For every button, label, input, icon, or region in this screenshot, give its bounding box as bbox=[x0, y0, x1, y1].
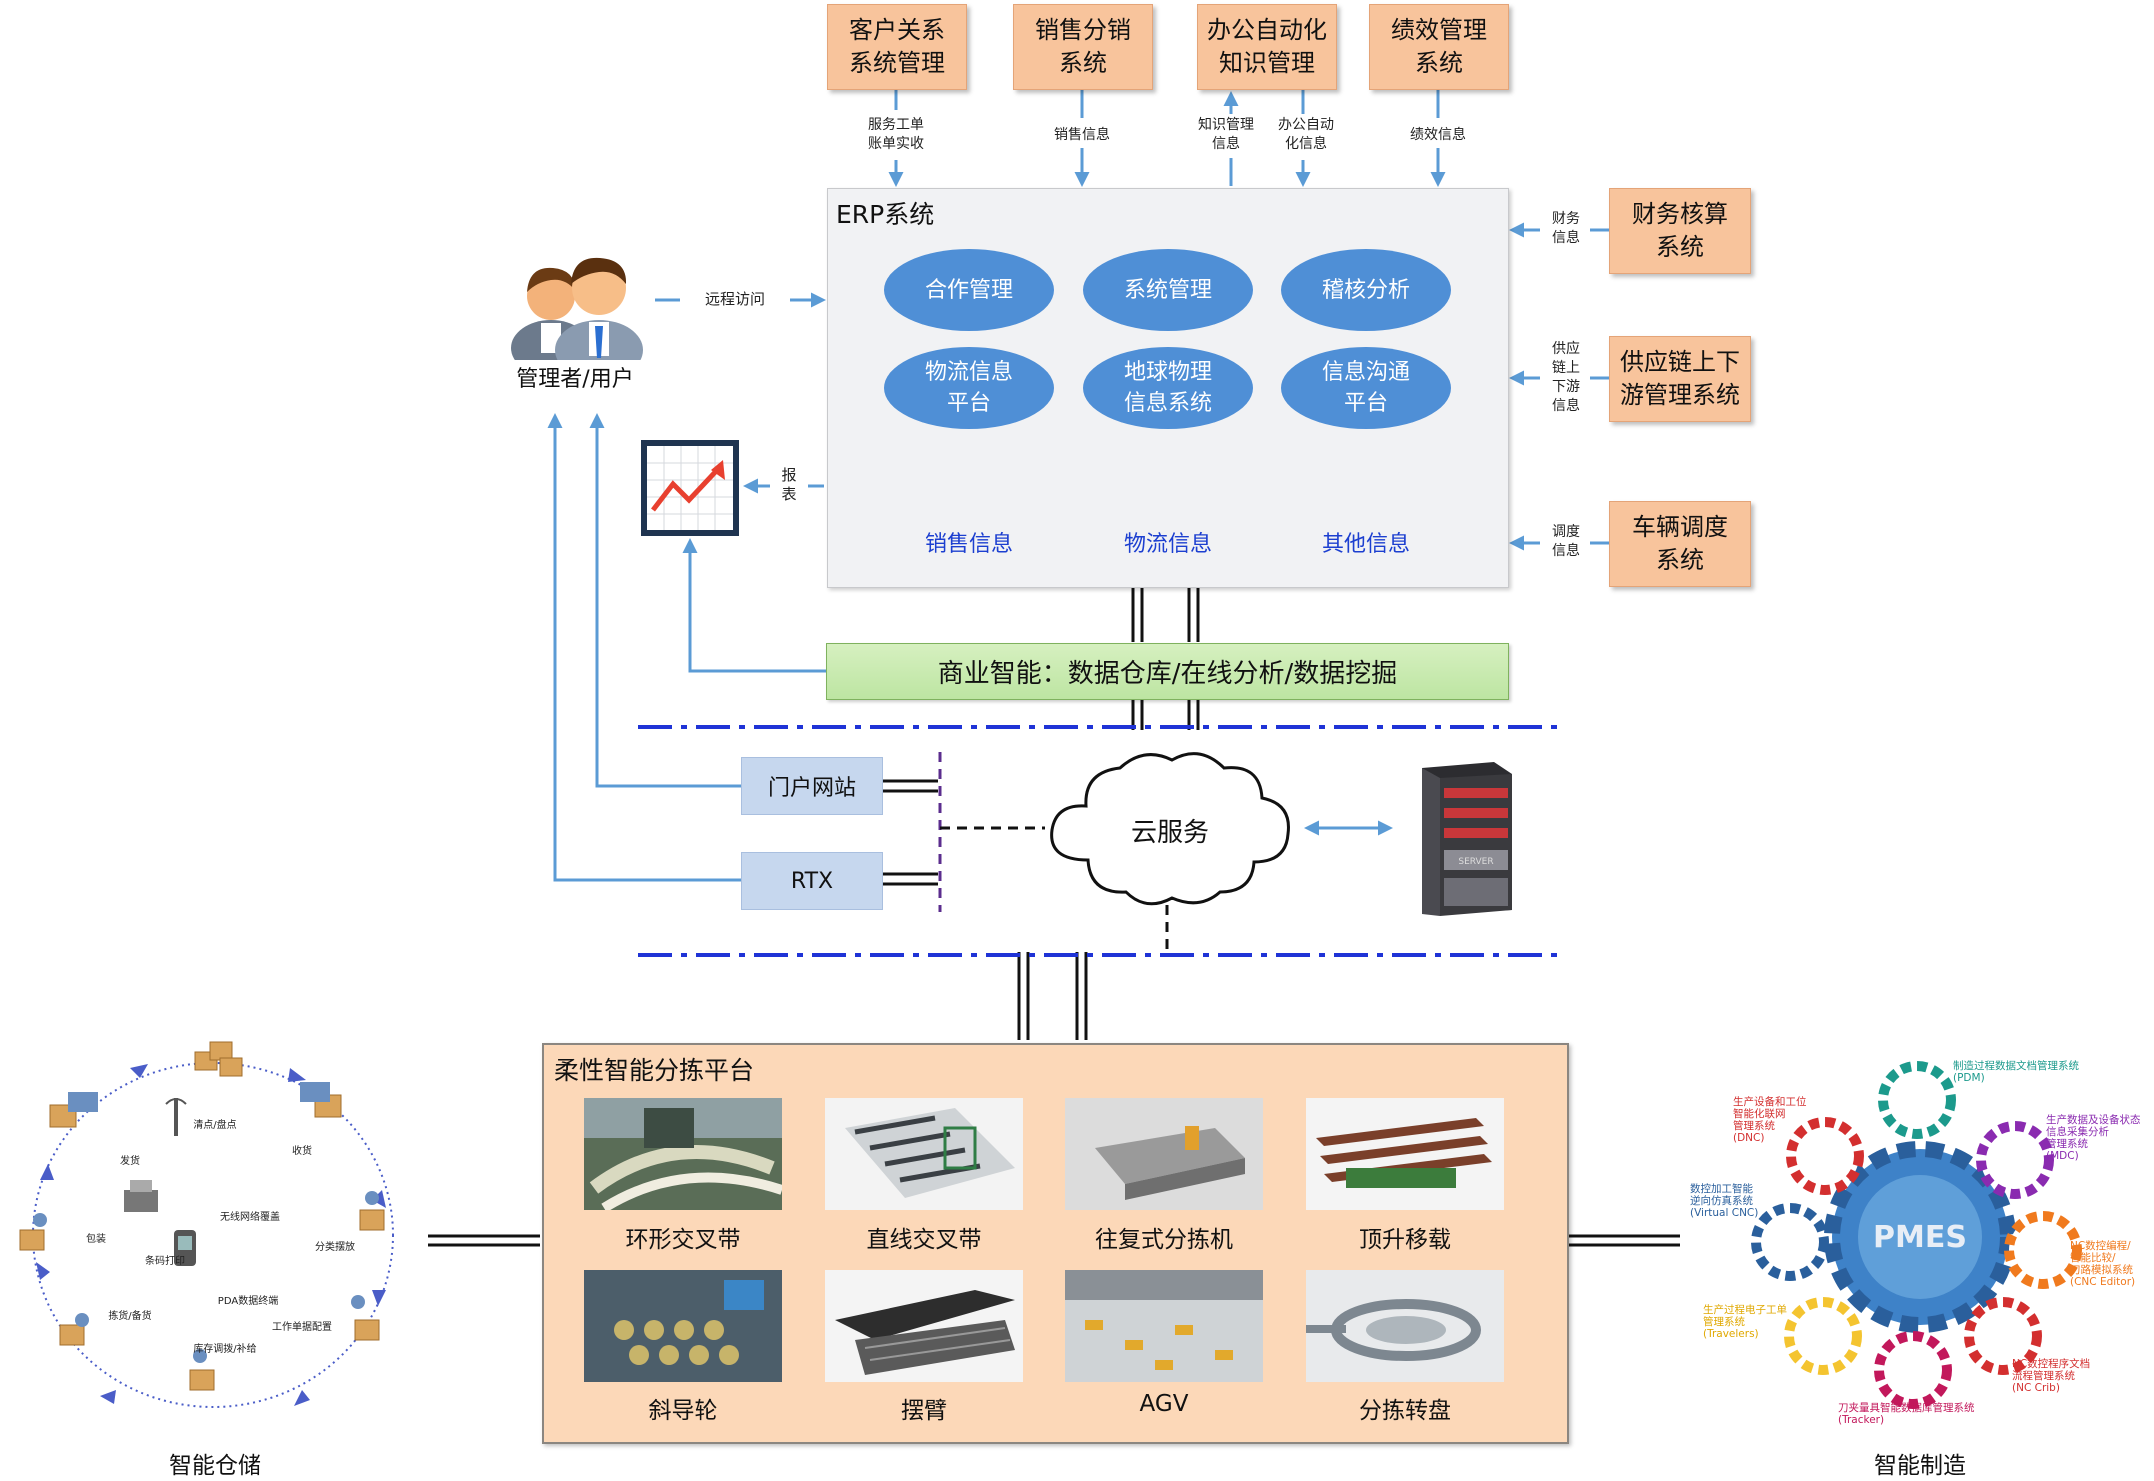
user-label: 管理者/用户 bbox=[516, 367, 634, 392]
vehicle-flow-label: 调度 信息 bbox=[1552, 524, 1580, 559]
crm-flow-label: 服务工单 账单实收 bbox=[868, 117, 924, 152]
crm-system-box: 客户关系 系统管理 bbox=[827, 4, 967, 90]
pmes-module-label: 生产设备和工位 智能化联网 管理系统 (DNC) bbox=[1733, 1096, 1807, 1144]
platform-title: 柔性智能分拣平台 bbox=[554, 1056, 755, 1085]
smart-warehouse-caption: 智能仓储 bbox=[169, 1453, 261, 1479]
business-intelligence-bar: 商业智能：数据仓库/在线分析/数据挖掘 bbox=[826, 643, 1509, 700]
finance-system-box: 财务核算 系统 bbox=[1609, 188, 1751, 274]
sorting-platform-panel: 柔性智能分拣平台 环形交叉带 直线交叉带 往复式分拣机 顶升移载 bbox=[542, 1043, 1569, 1444]
erp-module-system: 系统管理 bbox=[1083, 249, 1253, 331]
warehouse-inner-label: 无线网络覆盖 bbox=[220, 1212, 280, 1223]
erp-module-communication: 信息沟通 平台 bbox=[1281, 347, 1451, 429]
pmes-module-label: 刀夹量具智能数据库管理系统 (Tracker) bbox=[1838, 1402, 1975, 1426]
server-label: SERVER bbox=[1458, 857, 1493, 867]
report-chart-icon bbox=[641, 440, 739, 536]
warehouse-cycle-diagram bbox=[19, 1041, 394, 1408]
cloud-service-label: 云服务 bbox=[1130, 818, 1209, 848]
oa-system-box: 办公自动化 知识管理 bbox=[1197, 4, 1337, 90]
platform-item-label: 往复式分拣机 bbox=[1095, 1227, 1233, 1253]
pmes-center-label: PMES bbox=[1873, 1220, 1967, 1255]
supply-chain-system-box: 供应链上下 游管理系统 bbox=[1609, 336, 1751, 422]
erp-title: ERP系统 bbox=[836, 200, 935, 229]
warehouse-step-label: 包装 bbox=[86, 1234, 106, 1245]
performance-system-box: 绩效管理 系统 bbox=[1369, 4, 1509, 90]
warehouse-step-label: 拣货/备货 bbox=[108, 1311, 152, 1322]
km-flow-label: 知识管理 信息 bbox=[1198, 117, 1254, 152]
platform-item-label: 分拣转盘 bbox=[1359, 1398, 1451, 1424]
pmes-gear-diagram: PMES bbox=[1751, 1061, 2082, 1409]
erp-info-sales: 销售信息 bbox=[924, 532, 1013, 557]
warehouse-step-label: 清点/盘点 bbox=[193, 1120, 237, 1131]
warehouse-inner-label: 条码打印 bbox=[145, 1256, 185, 1267]
erp-system-panel: ERP系统 合作管理 系统管理 稽核分析 物流信息 平台 地球物理 信息系统 信… bbox=[827, 188, 1509, 588]
pmes-module-label: 生产数据及设备状态 信息采集分析 管理系统 (MDC) bbox=[2046, 1114, 2141, 1162]
platform-item-label: 直线交叉带 bbox=[866, 1227, 982, 1253]
loop-crossbelt-image bbox=[584, 1098, 782, 1210]
sales-system-box: 销售分销 系统 bbox=[1013, 4, 1153, 90]
cloud-icon bbox=[1050, 752, 1290, 906]
warehouse-step-label: 库存调拨/补给 bbox=[193, 1344, 257, 1355]
erp-info-logistics: 物流信息 bbox=[1123, 532, 1212, 557]
reciprocating-sorter-image bbox=[1065, 1098, 1263, 1210]
lift-transfer-image bbox=[1306, 1098, 1504, 1210]
warehouse-inner-label: PDA数据终端 bbox=[217, 1296, 279, 1307]
rtx-to-user-arrow bbox=[547, 413, 741, 882]
erp-module-audit: 稽核分析 bbox=[1281, 249, 1451, 331]
oblique-wheel-image bbox=[584, 1270, 782, 1382]
finance-flow-label: 财务 信息 bbox=[1552, 211, 1580, 246]
erp-module-gis: 地球物理 信息系统 bbox=[1083, 347, 1253, 429]
pmes-module-label: 数控加工智能 逆向仿真系统 (Virtual CNC) bbox=[1690, 1183, 1759, 1219]
platform-item-label: 顶升移载 bbox=[1359, 1227, 1451, 1253]
erp-module-cooperation: 合作管理 bbox=[884, 249, 1054, 331]
pmes-module-label: 制造过程数据文档管理系统 (PDM) bbox=[1953, 1060, 2079, 1084]
sorting-carousel-image bbox=[1306, 1270, 1504, 1382]
pmes-module-label: NC数控编程/ 智能比较/ 刀路模拟系统 (CNC Editor) bbox=[2070, 1240, 2136, 1288]
rtx-box: RTX bbox=[741, 852, 883, 910]
pmes-module-label: 生产过程电子工单 管理系统 (Travelers) bbox=[1703, 1304, 1787, 1340]
supply-flow-label: 供应 链上 下游 信息 bbox=[1552, 341, 1580, 414]
agv-image bbox=[1065, 1270, 1263, 1382]
platform-item-label: 斜导轮 bbox=[648, 1398, 718, 1424]
portal-to-user-arrow bbox=[589, 413, 741, 788]
smart-manufacturing-caption: 智能制造 bbox=[1874, 1453, 1966, 1479]
swing-arm-image bbox=[825, 1270, 1023, 1382]
users-icon bbox=[511, 257, 643, 360]
warehouse-step-label: 分类摆放 bbox=[315, 1242, 355, 1253]
warehouse-step-label: 收货 bbox=[292, 1146, 312, 1157]
warehouse-step-label: 工作单据配置 bbox=[272, 1322, 332, 1333]
warehouse-step-label: 发货 bbox=[120, 1156, 140, 1167]
report-label: 报 表 bbox=[781, 466, 797, 503]
bi-to-chart-arrow bbox=[682, 538, 826, 673]
platform-item-label: 摆臂 bbox=[901, 1398, 947, 1424]
server-icon: SERVER bbox=[1422, 762, 1512, 916]
platform-item-label: 环形交叉带 bbox=[625, 1227, 741, 1253]
remote-access-label: 远程访问 bbox=[704, 290, 765, 308]
erp-info-other: 其他信息 bbox=[1321, 532, 1410, 557]
portal-box: 门户网站 bbox=[741, 757, 883, 815]
pmes-module-label: NC数控程序文档 流程管理系统 (NC Crib) bbox=[2012, 1358, 2091, 1394]
oa-flow-label: 办公自动 化信息 bbox=[1278, 117, 1334, 152]
linear-crossbelt-image bbox=[825, 1098, 1023, 1210]
sales-flow-label: 销售信息 bbox=[1054, 127, 1110, 143]
erp-module-logistics: 物流信息 平台 bbox=[884, 347, 1054, 429]
vehicle-dispatch-system-box: 车辆调度 系统 bbox=[1609, 501, 1751, 587]
performance-flow-label: 绩效信息 bbox=[1410, 127, 1466, 143]
platform-item-label: AGV bbox=[1139, 1391, 1189, 1417]
